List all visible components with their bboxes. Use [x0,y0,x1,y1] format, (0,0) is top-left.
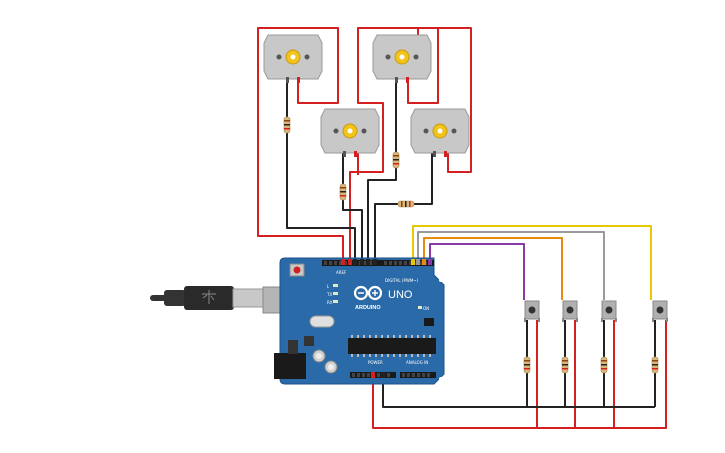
dc-motor-4[interactable] [410,108,470,157]
atmega-chip [348,338,436,354]
rx-label: RX [327,300,333,305]
led-tx [333,292,338,295]
resistors [283,116,659,374]
arduino-logo-icon [353,285,383,301]
mounting-hole-1 [439,278,443,282]
usb-plug-metal [232,288,264,308]
icsp-header [424,318,434,326]
on-label: ON [423,306,429,311]
dc-motor-1[interactable] [263,34,323,83]
wire-motor2-red[interactable] [349,27,439,262]
capacitor-1-top [316,353,322,359]
mounting-hole-2 [439,377,443,381]
motors [263,34,470,157]
resistor-motor4[interactable] [397,200,415,208]
pushbuttons [524,300,668,322]
wire-button2-orange[interactable] [423,237,563,300]
usb-cable[interactable] [150,286,296,314]
power-jack [274,353,306,379]
capacitor-2-top [328,364,334,370]
wire-button4-yellow[interactable] [412,225,652,300]
resistor-button2[interactable] [561,356,569,374]
usb-symbol-icon [202,290,216,304]
pushbutton-3[interactable] [601,300,617,322]
resistor-motor3[interactable] [339,183,347,201]
led-rx [333,300,338,303]
resistor-motor1[interactable] [283,116,291,134]
resistor-button4[interactable] [651,356,659,374]
model-label: UNO [388,289,413,301]
wire-motor4-red[interactable] [417,27,472,173]
wire-motor2-black[interactable] [367,78,397,262]
wires [257,27,667,429]
voltage-regulator [304,336,314,346]
resistor-button1[interactable] [523,356,531,374]
arduino-uno-board[interactable]: AREF DIGITAL (PWM~) L TX RX ON ARDUINO U… [274,257,445,385]
dc-motor-2[interactable] [372,34,432,83]
wire-button3-gray[interactable] [417,231,605,300]
wire-5v-rail-red[interactable] [372,320,667,429]
pushbutton-4[interactable] [652,300,668,322]
digital-header-label: DIGITAL (PWM~) [385,278,419,283]
wire-motor3-black[interactable] [342,152,363,262]
tx-label: TX [326,292,332,297]
power-header-label: POWER [368,360,383,365]
header-wire-ends [341,259,432,378]
aref-label: AREF [336,270,347,275]
led-l-label: L [327,284,330,289]
power-jack-rim [288,340,298,354]
reset-button-cap [293,266,301,274]
resistor-button3[interactable] [600,356,608,374]
crystal-oscillator [309,315,335,328]
wire-motor1-red[interactable] [257,27,344,262]
digital-header [322,260,434,266]
resistor-motor2[interactable] [392,151,400,169]
led-l [333,284,338,287]
wire-motor1-black[interactable] [286,78,356,262]
usb-strain-relief [164,290,186,306]
usb-cable-tail [150,295,168,301]
wire-button1-purple[interactable] [429,243,525,300]
dc-motor-3[interactable] [320,108,380,157]
pushbutton-2[interactable] [562,300,578,322]
analog-header-label: ANALOG IN [406,360,428,365]
chip-pins [351,335,431,357]
led-on [418,306,422,309]
brand-label: ARDUINO [355,305,381,311]
pushbutton-1[interactable] [524,300,540,322]
